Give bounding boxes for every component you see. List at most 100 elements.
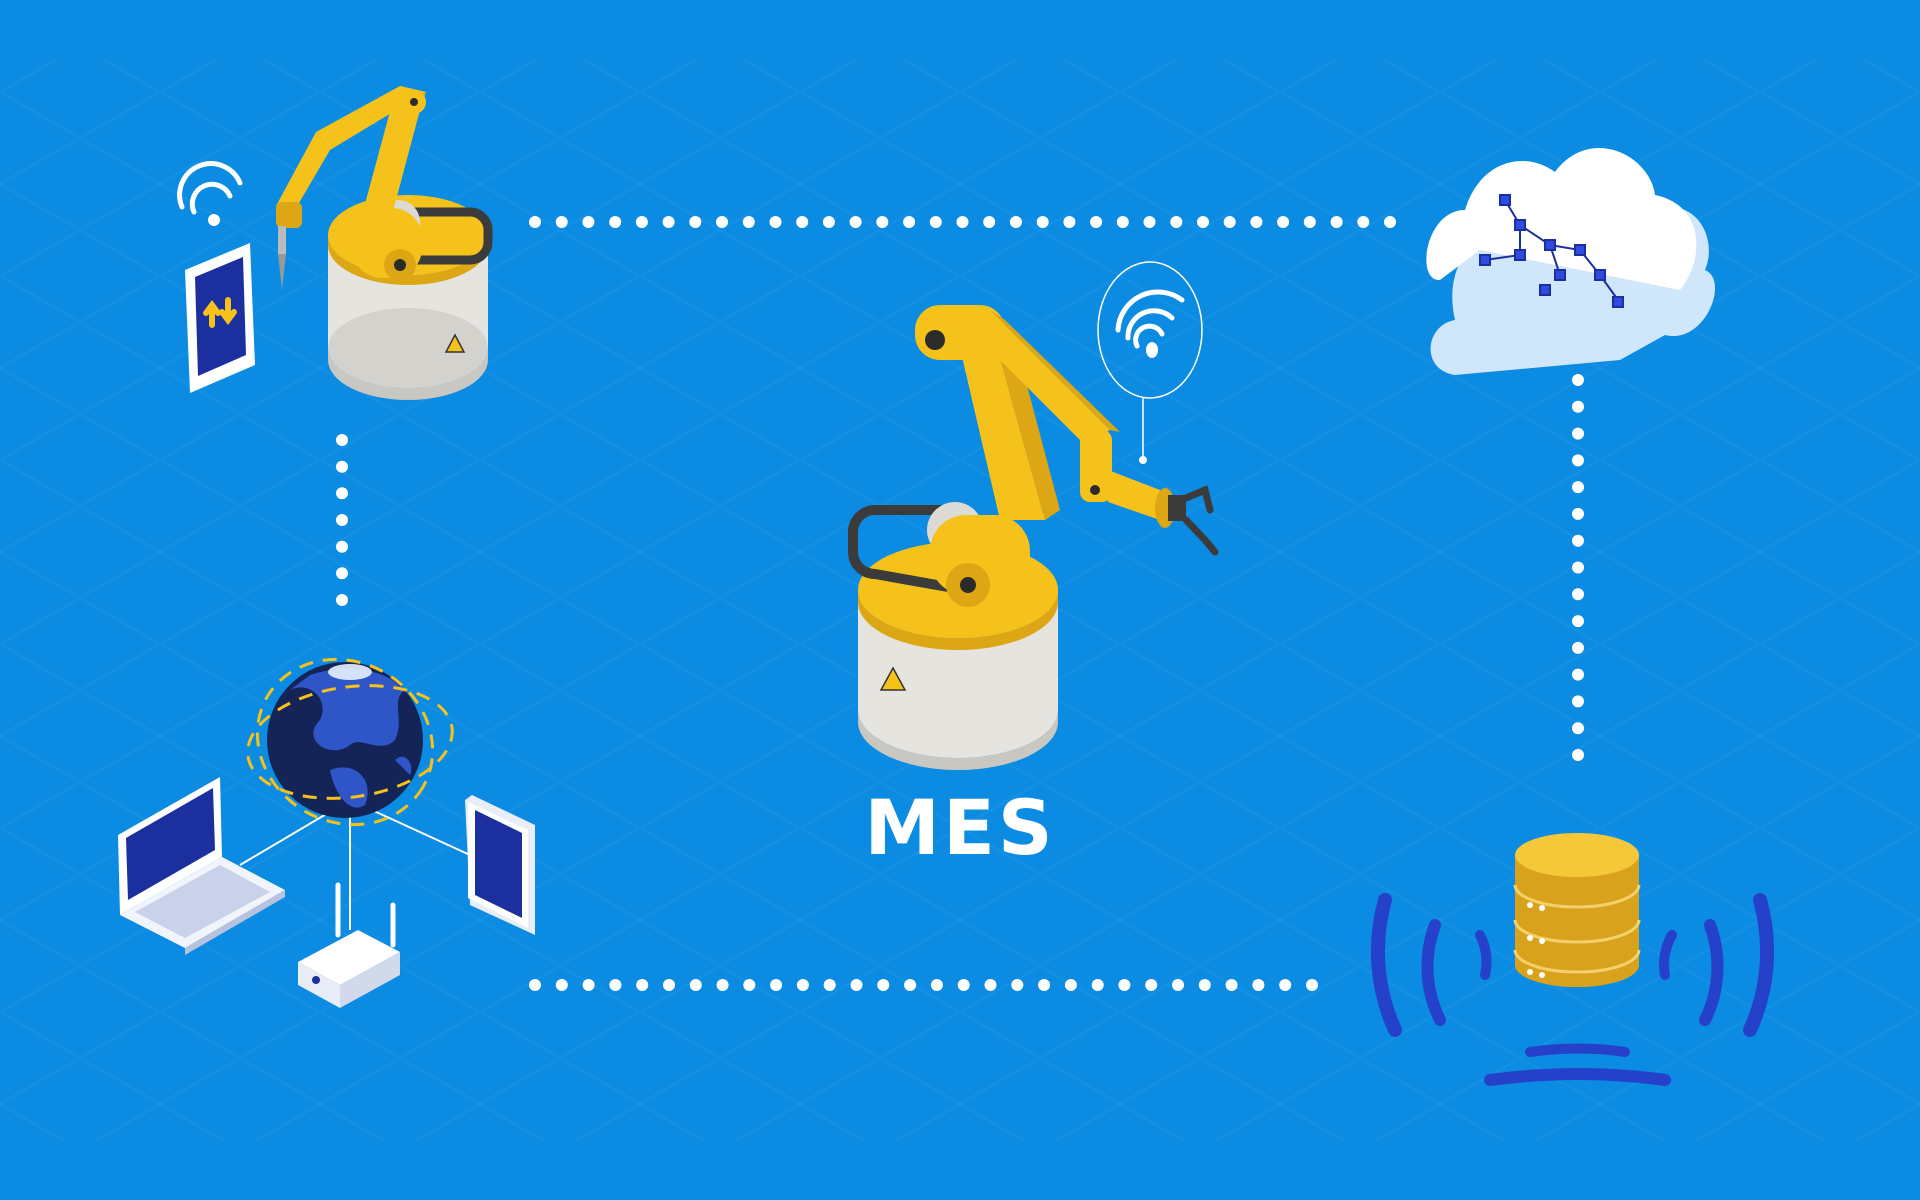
cloud-icon — [1426, 148, 1716, 375]
connector-dot — [1252, 979, 1265, 991]
connector-dot — [796, 979, 809, 991]
wifi-icon — [1097, 261, 1203, 464]
connector-dot — [716, 979, 729, 991]
connector-dot — [983, 216, 996, 228]
connector-dot — [1009, 216, 1022, 228]
connector-dot — [1036, 216, 1049, 228]
connector-dot — [1572, 534, 1584, 547]
dotted-connectors — [336, 216, 1584, 991]
connector-dot — [849, 216, 862, 228]
connector-dot — [850, 979, 863, 991]
connector-dot — [1198, 979, 1211, 991]
connector-right — [1572, 374, 1584, 761]
connector-dot — [582, 216, 595, 228]
connector-dot — [1572, 507, 1584, 520]
connector-dot — [957, 979, 970, 991]
connector-dot — [1384, 216, 1396, 228]
connector-dot — [336, 514, 348, 526]
connector-dot — [1357, 216, 1370, 228]
router-icon — [298, 882, 400, 1008]
connector-dot — [336, 434, 348, 446]
connector-dot — [1063, 216, 1076, 228]
connector-dot — [1011, 979, 1024, 991]
connector-dot — [823, 979, 836, 991]
connector-dot — [336, 567, 348, 580]
connector-dot — [929, 216, 942, 228]
connector-dot — [555, 216, 568, 228]
connector-dot — [1572, 615, 1584, 628]
connector-bottom — [529, 979, 1318, 991]
connector-dot — [1143, 216, 1156, 228]
connector-dot — [689, 979, 702, 991]
connector-dot — [1277, 216, 1290, 228]
connector-dot — [336, 594, 348, 606]
connector-dot — [903, 216, 916, 228]
connector-dot — [1172, 979, 1184, 991]
connector-dot — [1572, 561, 1584, 574]
connector-dot — [1572, 668, 1584, 681]
connector-dot — [1330, 216, 1343, 228]
connector-dot — [662, 216, 675, 228]
connector-dot — [1197, 216, 1209, 228]
robot-arm-drill-icon — [276, 86, 493, 400]
connector-dot — [1038, 979, 1051, 991]
laptop-icon — [118, 777, 285, 955]
diagram-title: MES — [864, 783, 1056, 872]
connector-dot — [716, 216, 728, 228]
connector-dot — [1090, 216, 1103, 228]
robot-arm-gripper-icon — [848, 305, 1219, 770]
connector-dot — [1572, 695, 1584, 708]
connector-dot — [956, 216, 969, 228]
connector-dot — [636, 979, 649, 991]
connector-dot — [904, 979, 917, 991]
connector-dot — [1306, 979, 1318, 991]
connector-dot — [1118, 979, 1131, 991]
connector-dot — [555, 979, 568, 991]
connector-dot — [1572, 374, 1584, 386]
connector-dot — [1064, 979, 1077, 991]
connector-dot — [1223, 216, 1236, 228]
connector-dot — [796, 216, 809, 228]
connector-dot — [336, 460, 348, 473]
connector-dot — [1572, 588, 1584, 601]
connector-dot — [1572, 427, 1584, 440]
connector-dot — [877, 979, 890, 991]
connector-dot — [609, 979, 622, 991]
connector-dot — [930, 979, 943, 991]
connector-dot — [984, 979, 997, 991]
connector-dot — [876, 216, 889, 228]
connector-dot — [635, 216, 648, 228]
connector-dot — [1572, 749, 1584, 761]
connector-dot — [1225, 979, 1238, 991]
signal-waves-icon — [1370, 893, 1775, 1086]
tablet-icon — [465, 795, 535, 935]
global-network-icon — [118, 657, 535, 1008]
connector-dot — [663, 979, 675, 991]
connector-dot — [336, 487, 348, 500]
connector-left — [336, 434, 348, 606]
database-icon — [1370, 833, 1775, 1086]
connector-dot — [1091, 979, 1104, 991]
connector-dot — [1303, 216, 1316, 228]
connector-dot — [1572, 641, 1584, 654]
connector-dot — [1279, 979, 1292, 991]
connector-dot — [743, 979, 756, 991]
connector-dot — [1250, 216, 1263, 228]
connector-dot — [769, 216, 782, 228]
connector-dot — [1572, 454, 1584, 467]
wifi-icon — [177, 161, 243, 226]
connector-dot — [1170, 216, 1183, 228]
connector-dot — [770, 979, 783, 991]
connector-dot — [529, 979, 541, 991]
connector-dot — [822, 216, 835, 228]
globe-icon — [246, 657, 454, 827]
connector-dot — [582, 979, 595, 991]
connector-dot — [1145, 979, 1158, 991]
connector-dot — [336, 540, 348, 553]
connector-dot — [1572, 400, 1584, 413]
connector-dot — [1572, 722, 1584, 735]
tablet-icon — [185, 243, 255, 393]
connector-top — [529, 216, 1396, 228]
connector-dot — [689, 216, 702, 228]
